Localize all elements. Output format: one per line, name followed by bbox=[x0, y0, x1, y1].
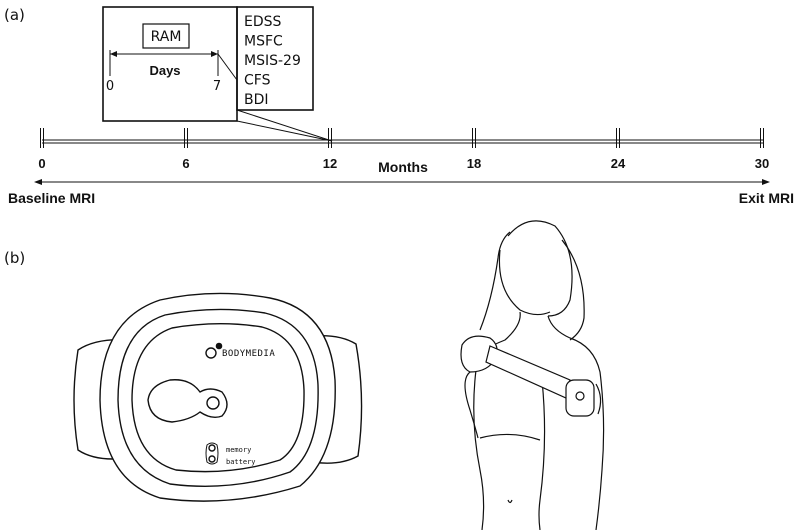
timeline-tick-label: 18 bbox=[467, 156, 481, 171]
months-axis-title: Months bbox=[378, 159, 428, 175]
sensor-hole bbox=[206, 396, 220, 410]
days-label: Days bbox=[149, 63, 180, 78]
timeline-tick-label: 6 bbox=[182, 156, 189, 171]
indicator-frame bbox=[205, 442, 219, 465]
device-outer-shell bbox=[99, 292, 336, 502]
memory-label: memory bbox=[226, 446, 251, 454]
ram-label: RAM bbox=[151, 29, 182, 45]
panel-a-label: (a) bbox=[4, 6, 25, 24]
left-forearm bbox=[464, 371, 479, 439]
armband-device-illustration bbox=[73, 292, 363, 502]
assessments-box bbox=[236, 6, 314, 111]
brand-logo-circle bbox=[205, 347, 217, 359]
torso-right bbox=[538, 379, 546, 530]
torso-left bbox=[473, 369, 485, 530]
zoom-line-lower bbox=[236, 120, 333, 142]
assessment-item: CFS bbox=[244, 73, 271, 89]
timeline-tick-label: 24 bbox=[611, 156, 626, 171]
arm-behind-device bbox=[595, 383, 602, 415]
assessment-item: BDI bbox=[244, 92, 269, 108]
timeline-ticks: 0 6 12 18 24 30 bbox=[38, 128, 769, 171]
face-outline bbox=[498, 249, 551, 316]
baseline-mri-label: Baseline MRI bbox=[8, 190, 95, 206]
day7-connector bbox=[217, 53, 238, 81]
ram-box bbox=[142, 23, 190, 49]
panel-b-label: (b) bbox=[4, 249, 25, 267]
right-arm-outer bbox=[547, 315, 605, 530]
timeline-tick-label: 30 bbox=[755, 156, 769, 171]
brand-logo-dot bbox=[215, 342, 223, 350]
zoom-line-upper bbox=[236, 109, 333, 142]
timeline-tick-label: 0 bbox=[38, 156, 45, 171]
hair-left-strand bbox=[479, 231, 511, 331]
exit-mri-label: Exit MRI bbox=[739, 190, 794, 206]
study-span-arrow-left-head bbox=[34, 179, 42, 185]
device-brand-text: BODYMEDIA bbox=[222, 349, 275, 359]
days-arrow-left-head bbox=[110, 51, 117, 57]
days-arrow-right-head bbox=[211, 51, 218, 57]
device-inner-shell bbox=[117, 308, 319, 487]
memory-indicator-icon bbox=[208, 444, 216, 452]
assessment-item: EDSS bbox=[244, 14, 282, 30]
study-span-arrow-right-head bbox=[762, 179, 770, 185]
person-wearing-armband-illustration bbox=[460, 220, 605, 530]
armband-strap bbox=[485, 345, 571, 399]
battery-label: battery bbox=[226, 458, 256, 466]
device-face bbox=[131, 323, 305, 473]
top-hem bbox=[479, 433, 541, 441]
assessment-item: MSFC bbox=[244, 34, 283, 50]
day-end-label: 7 bbox=[213, 79, 221, 94]
hair-right-strand bbox=[561, 239, 585, 341]
assessment-item: MSIS-29 bbox=[244, 53, 301, 69]
hair-outline bbox=[507, 220, 573, 317]
worn-device-sensor bbox=[575, 391, 585, 401]
worn-armband-device bbox=[565, 379, 595, 417]
timeline-tick-label: 12 bbox=[323, 156, 337, 171]
navel bbox=[507, 499, 513, 504]
battery-indicator-icon bbox=[208, 455, 216, 463]
sensor-keyhole bbox=[147, 379, 228, 423]
day-start-label: 0 bbox=[106, 79, 114, 94]
